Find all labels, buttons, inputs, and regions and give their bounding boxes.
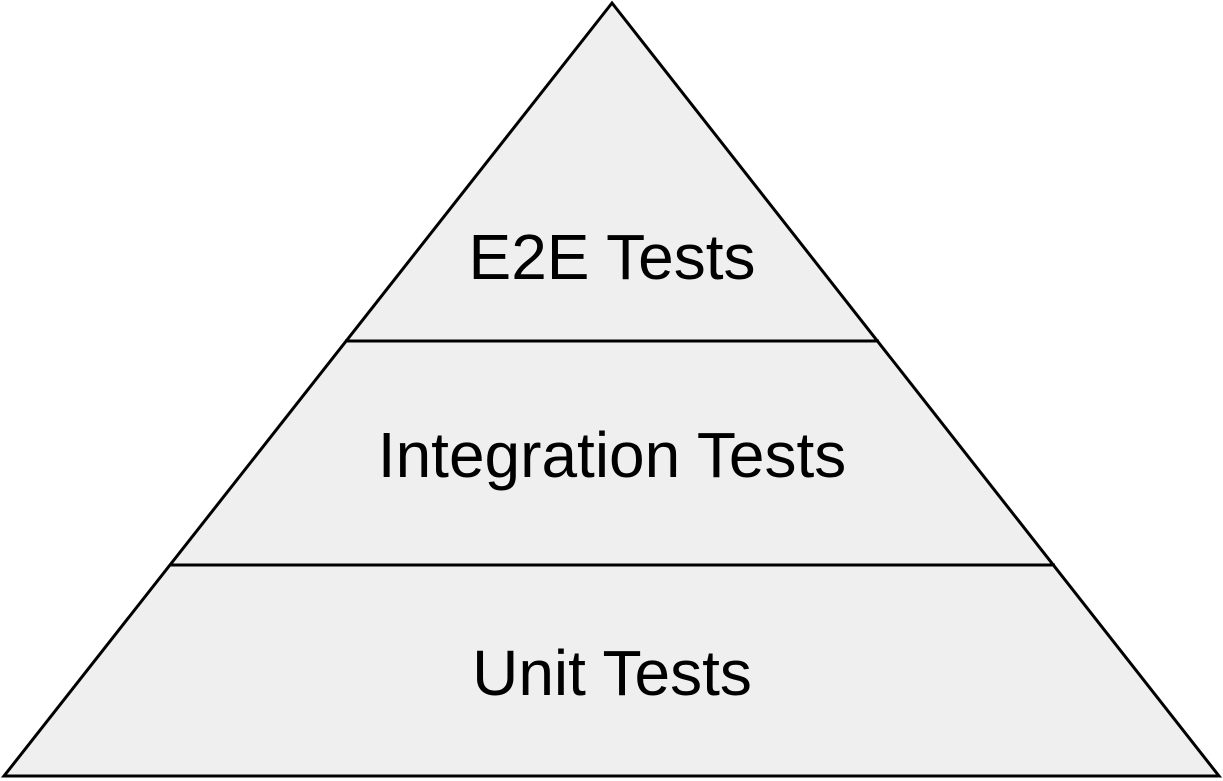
tier-label-e2e: E2E Tests <box>469 221 756 293</box>
tier-label-unit: Unit Tests <box>472 637 752 709</box>
tier-label-integration: Integration Tests <box>378 419 846 491</box>
